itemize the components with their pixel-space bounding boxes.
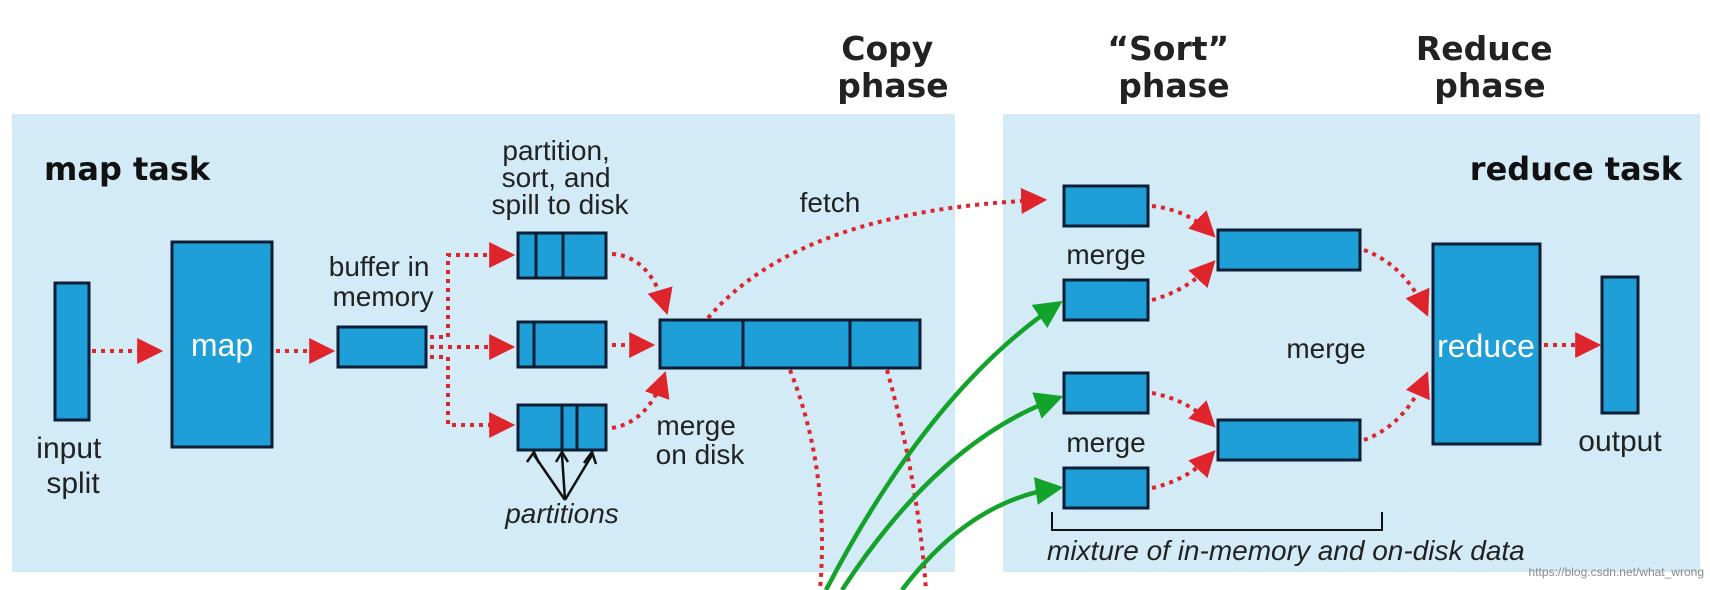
- map-box-label: map: [191, 327, 253, 363]
- buffer-box: [336, 325, 428, 369]
- output-box: [1600, 275, 1640, 415]
- mixture-bracket: [1051, 512, 1383, 531]
- partitions-label: partitions: [504, 498, 619, 529]
- fetched-output-1: [1062, 184, 1150, 228]
- merge-bottom-label: merge: [1066, 427, 1145, 458]
- merged-bottom-box: [1216, 418, 1362, 462]
- input-split-label: input split: [36, 432, 109, 500]
- merge-top-label: merge: [1066, 239, 1145, 270]
- spill-label: partition, sort, and spill to disk: [492, 135, 630, 220]
- fetched-output-3: [1062, 371, 1150, 415]
- buffer-label: buffer in memory: [329, 251, 437, 312]
- merge-on-disk-label: merge on disk: [656, 410, 746, 470]
- reduce-phase-label: Reduce phase: [1416, 29, 1564, 105]
- green-fetch-arrows: [824, 300, 1064, 590]
- watermark: https://blog.csdn.net/what_wrong: [1529, 565, 1704, 579]
- spill-file-top: [516, 231, 608, 280]
- input-split-box: [53, 281, 91, 422]
- reduce-box-label: reduce: [1437, 328, 1535, 364]
- fetched-output-4: [1062, 466, 1150, 510]
- map-box: [170, 240, 274, 449]
- spill-file-middle: [516, 320, 608, 369]
- output-label: output: [1578, 425, 1662, 458]
- merged-top-box: [1216, 228, 1362, 272]
- fetch-label: fetch: [800, 187, 861, 218]
- map-task-title: map task: [44, 150, 211, 188]
- partitions-pointer-arrows: [525, 449, 598, 501]
- copy-phase-label: Copy phase: [837, 29, 948, 105]
- reduce-task-title: reduce task: [1470, 150, 1683, 188]
- sort-phase-label: “Sort” phase: [1107, 29, 1240, 105]
- mixture-label: mixture of in-memory and on-disk data: [1047, 535, 1525, 566]
- fetched-output-2: [1062, 278, 1150, 322]
- reduce-box: [1431, 242, 1542, 446]
- reduce-side-red-arrows: [1151, 204, 1602, 490]
- spill-file-bottom: [516, 403, 608, 452]
- merge-middle-label: merge: [1286, 333, 1365, 364]
- merged-map-output: [658, 318, 922, 370]
- map-side-red-arrows: [92, 187, 1048, 590]
